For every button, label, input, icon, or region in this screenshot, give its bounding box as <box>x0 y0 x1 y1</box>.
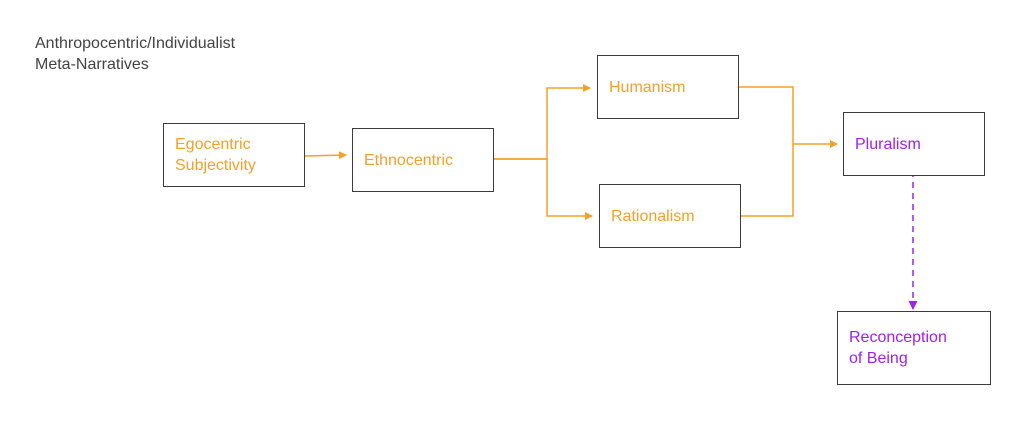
node-rationalism-label: Rationalism <box>611 207 695 225</box>
title-line-1: Anthropocentric/Individualist <box>35 35 236 52</box>
edge-rationalism-pluralism <box>740 144 794 217</box>
node-rationalism[interactable]: Rationalism <box>599 184 741 248</box>
node-reconception-of-being[interactable]: Reconception of Being <box>837 311 991 385</box>
edge-ethnocentric-rationalism <box>494 158 593 220</box>
node-humanism-label: Humanism <box>609 78 686 96</box>
node-reconception-line-2: of Being <box>849 350 908 367</box>
node-pluralism-label: Pluralism <box>855 135 921 153</box>
edge-humanism-pluralism <box>739 86 838 148</box>
node-reconception-label: Reconception of Being <box>849 327 947 369</box>
edge-egocentric-ethnocentric <box>304 151 347 160</box>
edge-ethnocentric-humanism <box>494 84 591 160</box>
node-egocentric-line-1: Egocentric <box>175 136 251 153</box>
node-ethnocentric[interactable]: Ethnocentric <box>352 128 494 192</box>
node-ethnocentric-label: Ethnocentric <box>364 151 453 169</box>
node-pluralism[interactable]: Pluralism <box>843 112 985 176</box>
diagram-title: Anthropocentric/Individualist Meta-Narra… <box>35 33 235 75</box>
node-egocentric-label: Egocentric Subjectivity <box>175 134 256 176</box>
node-reconception-line-1: Reconception <box>849 329 947 346</box>
title-line-2: Meta-Narratives <box>35 56 149 73</box>
node-egocentric-subjectivity[interactable]: Egocentric Subjectivity <box>163 123 305 187</box>
node-humanism[interactable]: Humanism <box>597 55 739 119</box>
node-egocentric-line-2: Subjectivity <box>175 157 256 174</box>
